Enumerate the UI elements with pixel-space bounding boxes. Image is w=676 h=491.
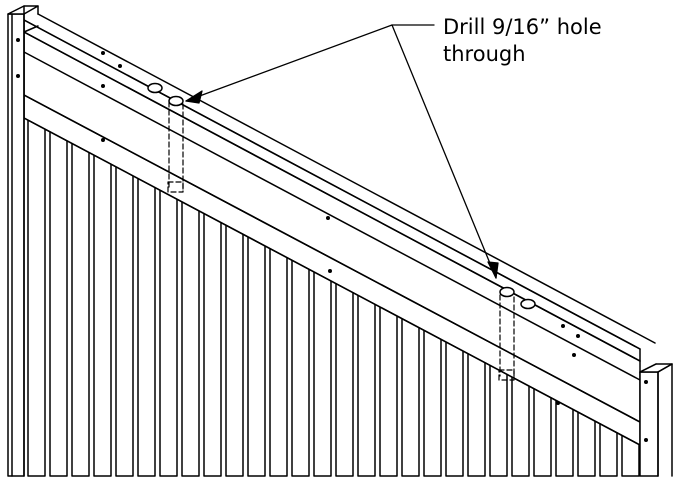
picket-2 [71, 138, 90, 477]
picket-3 [93, 150, 112, 477]
picket-17 [401, 313, 420, 477]
picket-8 [203, 208, 222, 477]
picket-4 [115, 162, 134, 477]
picket-13 [313, 267, 332, 477]
picket-15 [357, 290, 376, 477]
picket-22 [511, 372, 530, 477]
left-post [7, 5, 39, 477]
picket-12 [291, 255, 310, 477]
picket-10 [247, 232, 266, 477]
fence-pickets [27, 115, 640, 477]
right-post [639, 363, 673, 477]
picket-11 [269, 243, 288, 477]
callout-line-2: through [443, 42, 526, 66]
picket-7 [181, 197, 200, 477]
picket-20 [467, 348, 486, 477]
screw-holes [16, 38, 648, 442]
picket-23 [533, 383, 552, 477]
picket-14 [335, 278, 354, 477]
picket-19 [445, 337, 464, 477]
hidden-hole-bores [167, 101, 515, 381]
picket-1 [49, 127, 68, 477]
picket-5 [137, 173, 156, 477]
picket-0 [27, 115, 46, 477]
picket-18 [423, 325, 442, 477]
callout-leaders [185, 24, 499, 279]
callout-line-1: Drill 9/16” hole [443, 15, 602, 39]
picket-6 [159, 185, 178, 477]
picket-9 [225, 220, 244, 477]
picket-16 [379, 302, 398, 477]
drill-holes [147, 82, 536, 310]
drill-instruction-label: Drill 9/16” hole through [443, 14, 668, 68]
